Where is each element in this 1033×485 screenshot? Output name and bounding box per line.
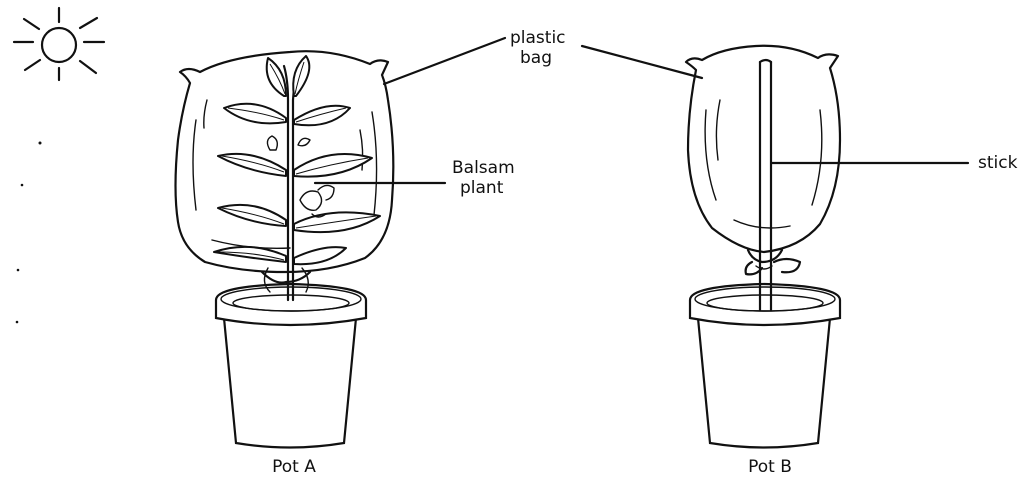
pot-a-label: Pot A — [254, 457, 334, 477]
pot-b-label: Pot B — [730, 457, 810, 477]
plastic-bag-label-line1: plastic — [510, 28, 580, 48]
pot-a-stem — [284, 66, 288, 300]
pot-b-body — [698, 318, 830, 448]
plastic-bag-leader-b — [582, 46, 702, 78]
pot-a-body — [224, 318, 356, 448]
pot-a-rim — [216, 284, 366, 325]
pot-b-plastic-bag — [686, 46, 840, 252]
balsam-label-line1: Balsam — [452, 158, 532, 178]
sun-icon — [14, 8, 104, 80]
pot-a-leaves — [214, 56, 380, 264]
pot-a-drawing — [176, 38, 506, 448]
plastic-bag-label: plastic bag — [510, 28, 580, 68]
pot-b-rim — [690, 284, 840, 325]
balsam-plant-label: Balsam plant — [452, 158, 532, 198]
plastic-bag-label-line2: bag — [510, 48, 580, 68]
scan-specks — [16, 142, 42, 324]
stick-label: stick — [978, 153, 1017, 173]
pot-b-drawing — [582, 46, 968, 448]
balsam-label-line2: plant — [452, 178, 532, 198]
plastic-bag-leader-a — [384, 38, 505, 84]
